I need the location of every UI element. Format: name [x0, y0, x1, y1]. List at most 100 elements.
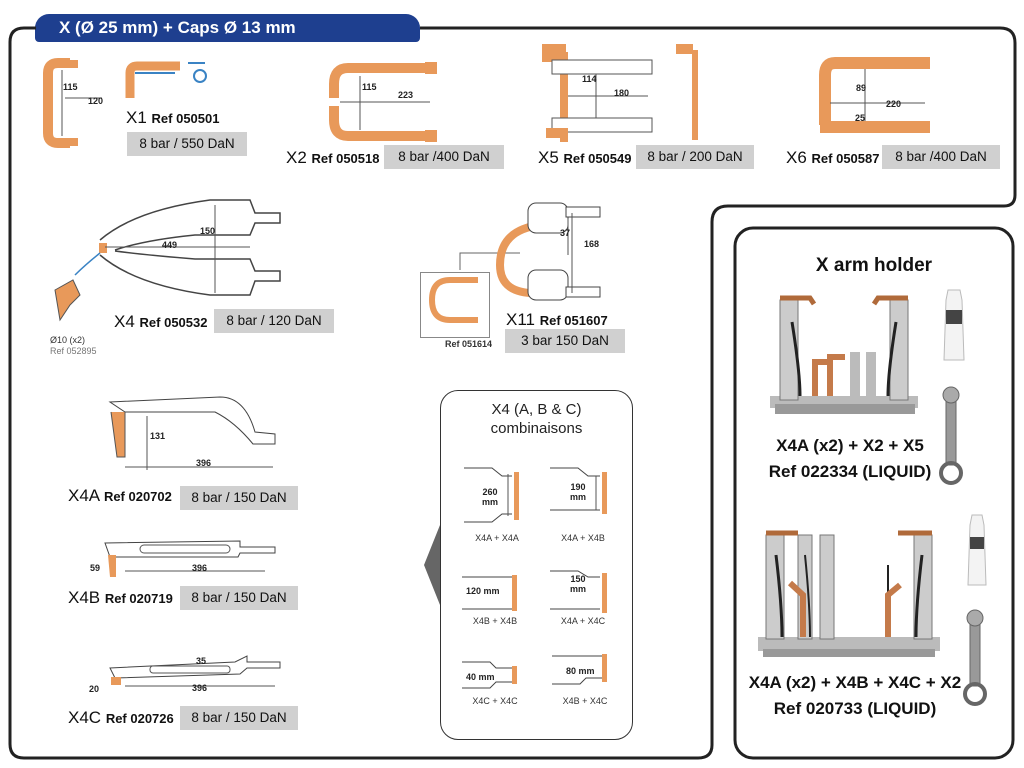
x6-ref: Ref 050587: [811, 151, 880, 166]
x11-title: X11 Ref 051607: [506, 310, 608, 330]
combinations-pointer: [424, 525, 440, 605]
holder-kit1-image: [770, 295, 918, 414]
x6-arm-drawing: [819, 57, 930, 133]
combinations-title: X4 (A, B & C) combinaisons: [440, 400, 633, 438]
x4c-dim-length: 396: [192, 683, 208, 693]
x4c-dim-height: 20: [89, 684, 100, 694]
x4a-title: X4A Ref 020702: [68, 486, 172, 506]
combo-2-dim-value: 190: [570, 482, 586, 492]
x5-ref: Ref 050549: [563, 151, 632, 166]
x4b-ref: Ref 020719: [104, 591, 173, 606]
x4c-dim-offset: 35: [196, 656, 207, 666]
x4c-name: X4C: [68, 708, 102, 727]
combinations-title-line1: X4 (A, B & C): [491, 401, 582, 418]
x11-arm-drawing: [428, 202, 601, 323]
combo-5-drawing: [462, 661, 517, 689]
x4a-arm-drawing: [108, 396, 276, 470]
x4-ref: Ref 050532: [139, 315, 208, 330]
x2-ref: Ref 050518: [311, 151, 380, 166]
x4-dim-height: 150: [200, 226, 216, 236]
x11-spec: 3 bar 150 DaN: [505, 329, 625, 353]
holder-kit1-tube: [943, 289, 965, 361]
combo-4-drawing: [550, 570, 607, 613]
combo-5-dim: 40 mm: [466, 672, 495, 682]
x1-title: X1 Ref 050501: [126, 108, 219, 128]
x11-dim-length: 168: [584, 239, 600, 249]
x4b-dim-height: 59: [90, 563, 101, 573]
holder-kit2-image: [758, 530, 940, 657]
x1-dim-height: 115: [63, 82, 78, 92]
x6-dim-offset: 25: [855, 113, 866, 123]
combo-1-dim-unit: mm: [482, 497, 499, 507]
holder-title: X arm holder: [815, 255, 933, 276]
x4-title: X4 Ref 050532: [114, 312, 207, 332]
holder-kit1-combo: X4A (x2) + X2 + X5: [776, 436, 924, 455]
combo-4-dim-value: 150: [570, 574, 586, 584]
x5-dim-length: 180: [614, 88, 630, 98]
x6-dim-length: 220: [886, 99, 902, 109]
x4a-dim-length: 396: [196, 458, 212, 468]
x4a-ref: Ref 020702: [103, 489, 172, 504]
combo-2-label: X4A + X4B: [561, 533, 605, 543]
x5-spec: 8 bar / 200 DaN: [636, 145, 754, 169]
holder-kit1-wrench: [939, 386, 963, 485]
x4b-name: X4B: [68, 588, 101, 607]
combo-6-drawing: [552, 654, 607, 685]
x6-name: X6: [786, 148, 807, 167]
x11-dim-small: 37: [560, 228, 571, 238]
x2-name: X2: [286, 148, 307, 167]
x4-tip-label: Ø10 (x2): [50, 335, 86, 345]
x4-tip-ref: Ref 052895: [50, 346, 97, 356]
x4-dim-length: 449: [162, 240, 178, 250]
x1-dim-length: 120: [88, 96, 104, 106]
combo-1-drawing: [464, 467, 519, 523]
combo-3-dim: 120 mm: [466, 586, 500, 596]
x5-dim-height: 114: [582, 74, 597, 84]
combo-3-drawing: [462, 575, 517, 611]
holder-kit1-ref: Ref 022334 (LIQUID): [768, 462, 932, 481]
x4c-title: X4C Ref 020726: [68, 708, 174, 728]
x6-dim-height: 89: [856, 83, 867, 93]
x4b-spec: 8 bar / 150 DaN: [180, 586, 298, 610]
x11-inset-box: [420, 272, 490, 338]
x11-inset-ref: Ref 051614: [445, 339, 493, 349]
x1-spec: 8 bar / 550 DaN: [127, 132, 247, 156]
x4a-dim-height: 131: [150, 431, 166, 441]
combo-5-label: X4C + X4C: [472, 696, 518, 706]
x5-name: X5: [538, 148, 559, 167]
x4c-ref: Ref 020726: [105, 711, 174, 726]
combo-6-dim: 80 mm: [566, 666, 595, 676]
x4-spec: 8 bar / 120 DaN: [214, 309, 334, 333]
x4a-name: X4A: [68, 486, 100, 505]
combo-2-drawing: [550, 467, 607, 514]
holder-kit2-wrench: [963, 609, 987, 706]
x11-ref: Ref 051607: [539, 313, 608, 328]
x4-arm-drawing: [54, 199, 281, 322]
x5-arm-drawing: [542, 44, 698, 142]
x6-title: X6 Ref 050587: [786, 148, 879, 168]
combinations-panel: [440, 390, 633, 740]
x4-name: X4: [114, 312, 135, 331]
x4b-dim-length: 396: [192, 563, 208, 573]
section-title: X (Ø 25 mm) + Caps Ø 13 mm: [35, 14, 420, 42]
combo-4-dim-unit: mm: [570, 584, 587, 594]
combo-6-label: X4B + X4C: [562, 696, 608, 706]
x2-title: X2 Ref 050518: [286, 148, 379, 168]
x1-name: X1: [126, 108, 147, 127]
x5-title: X5 Ref 050549: [538, 148, 631, 168]
x4c-arm-drawing: [109, 655, 281, 687]
x2-dim-length: 223: [398, 90, 414, 100]
x4b-arm-drawing: [104, 540, 276, 577]
x2-spec: 8 bar /400 DaN: [384, 145, 504, 169]
combinations-title-line2: combinaisons: [490, 420, 583, 437]
combo-2-dim-unit: mm: [570, 492, 587, 502]
x2-arm-drawing: [329, 62, 437, 142]
x4b-title: X4B Ref 020719: [68, 588, 173, 608]
combo-1-label: X4A + X4A: [475, 533, 519, 543]
x4a-spec: 8 bar / 150 DaN: [180, 486, 298, 510]
x6-spec: 8 bar /400 DaN: [882, 145, 1000, 169]
